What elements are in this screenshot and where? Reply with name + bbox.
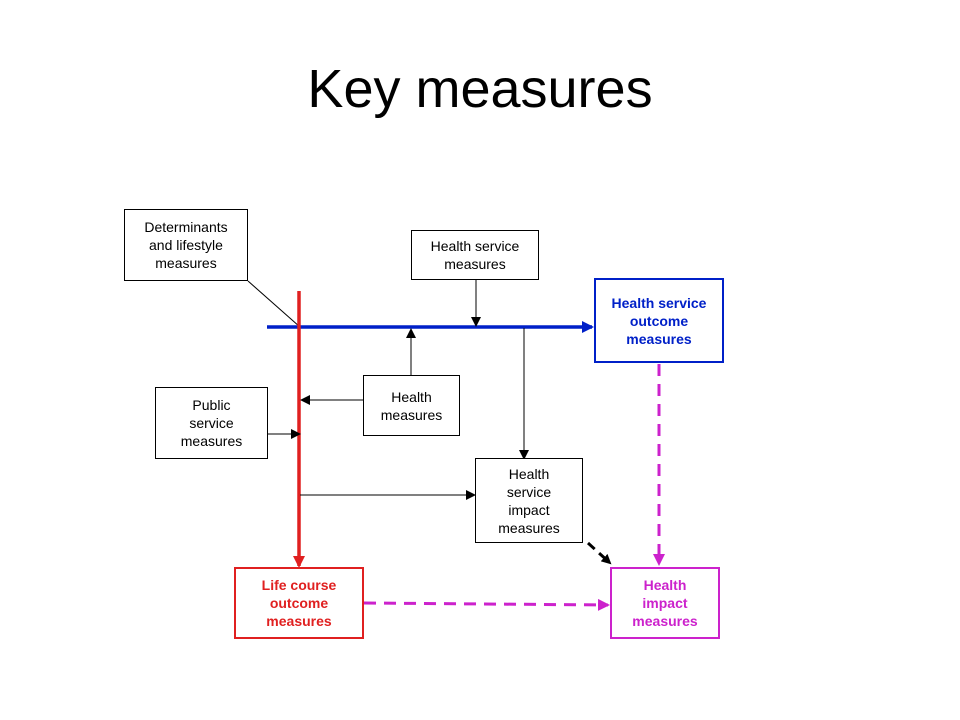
service-impact-to-health-impact-dashed (586, 541, 612, 565)
determinants-box: Determinants and lifestyle measures (124, 209, 248, 281)
health-service-box: Health service measures (411, 230, 539, 280)
health-box: Health measures (363, 375, 460, 436)
health-service-impact-box: Health service impact measures (475, 458, 583, 543)
health-impact-box: Health impact measures (610, 567, 720, 639)
slide-title: Key measures (307, 59, 653, 119)
health-service-outcome-box: Health service outcome measures (594, 278, 724, 363)
life-course-outcome-box: Life course outcome measures (234, 567, 364, 639)
life-course-to-health-impact-dashed (363, 598, 610, 611)
determinants-callout-line (247, 280, 301, 328)
public-service-box: Public service measures (155, 387, 268, 459)
